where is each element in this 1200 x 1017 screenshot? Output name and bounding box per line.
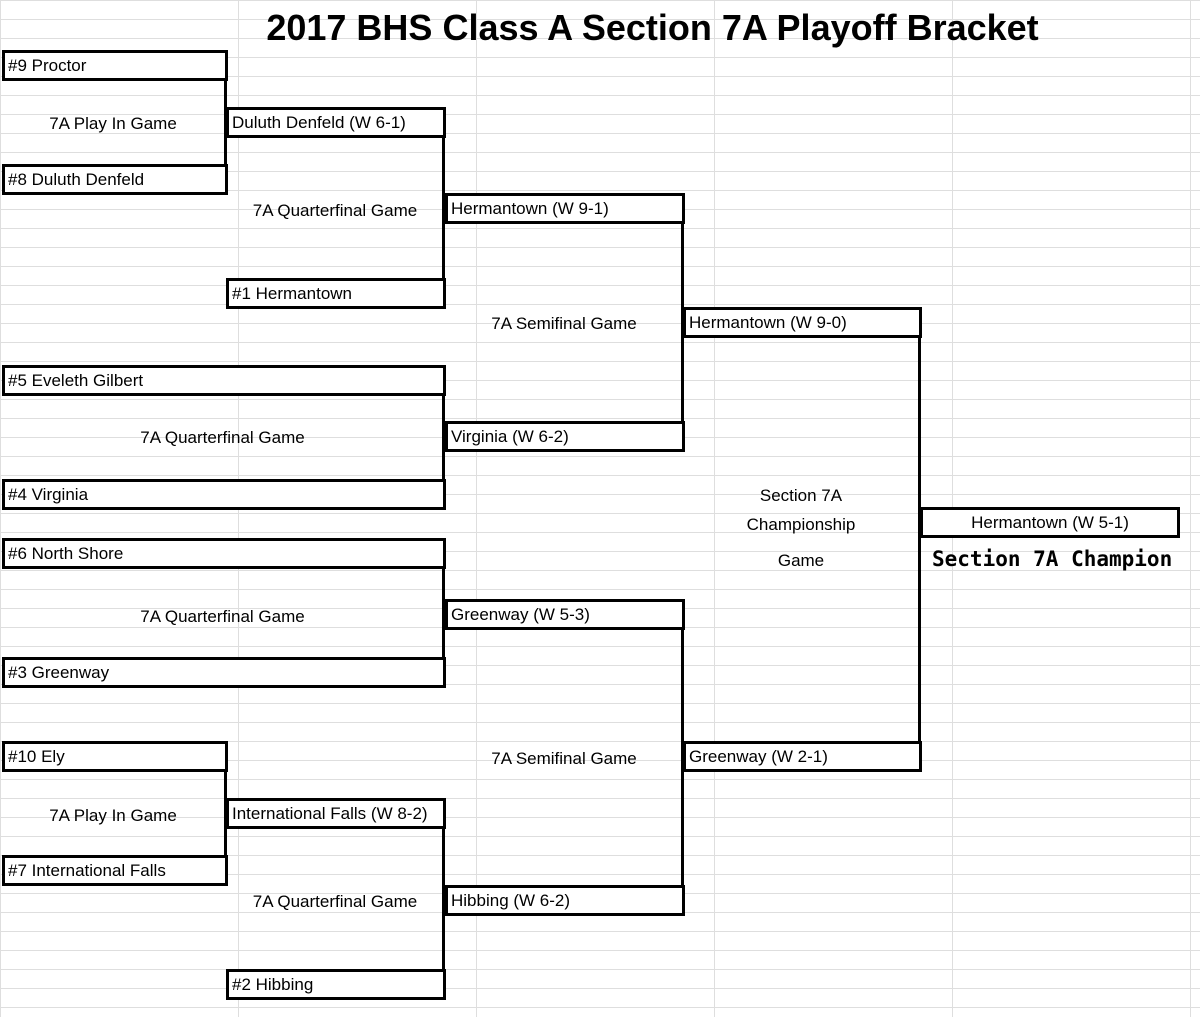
result-greenway-qf: Greenway (W 5-3) [445,599,685,630]
result-hermantown-qf: Hermantown (W 9-1) [445,193,685,224]
label-qf-4: 7A Quarterfinal Game [252,892,418,911]
champion-title: Section 7A Champion [932,547,1173,571]
result-hibbing-qf: Hibbing (W 6-2) [445,885,685,916]
connector-play-in-1 [224,50,227,194]
team-virginia-seed: #4 Virginia [2,479,446,510]
connector-qf-2 [442,365,445,508]
team-duluth-denfeld-seed: #8 Duluth Denfeld [2,164,228,195]
team-hermantown-seed: #1 Hermantown [226,278,446,309]
label-qf-3: 7A Quarterfinal Game [140,607,305,626]
page-title: 2017 BHS Class A Section 7A Playoff Brac… [266,7,1039,48]
result-duluth-denfeld: Duluth Denfeld (W 6-1) [226,107,446,138]
label-sf-1: 7A Semifinal Game [491,314,637,333]
label-play-in-1: 7A Play In Game [49,114,177,133]
team-north-shore: #6 North Shore [2,538,446,569]
connector-qf-1 [442,107,445,307]
label-championship-line2: Championship [746,515,856,534]
result-greenway-sf: Greenway (W 2-1) [683,741,922,772]
team-greenway-seed: #3 Greenway [2,657,446,688]
team-international-falls-seed: #7 International Falls [2,855,228,886]
label-play-in-2: 7A Play In Game [49,806,177,825]
team-hibbing-seed: #2 Hibbing [226,969,446,1000]
connector-sf-1 [681,193,684,452]
team-ely: #10 Ely [2,741,228,772]
label-sf-2: 7A Semifinal Game [491,749,637,768]
connector-play-in-2 [224,741,227,886]
team-proctor: #9 Proctor [2,50,228,81]
connector-qf-3 [442,538,445,688]
label-championship-line1: Section 7A [759,486,843,505]
result-champion: Hermantown (W 5-1) [920,507,1180,538]
result-hermantown-sf: Hermantown (W 9-0) [683,307,922,338]
result-international-falls: International Falls (W 8-2) [226,798,446,829]
connector-championship [918,307,921,772]
connector-sf-2 [681,599,684,916]
label-qf-2: 7A Quarterfinal Game [140,428,305,447]
label-qf-1: 7A Quarterfinal Game [252,201,418,220]
label-championship-line3: Game [777,551,825,570]
connector-qf-4 [442,798,445,1000]
team-eveleth-gilbert: #5 Eveleth Gilbert [2,365,446,396]
result-virginia-qf: Virginia (W 6-2) [445,421,685,452]
